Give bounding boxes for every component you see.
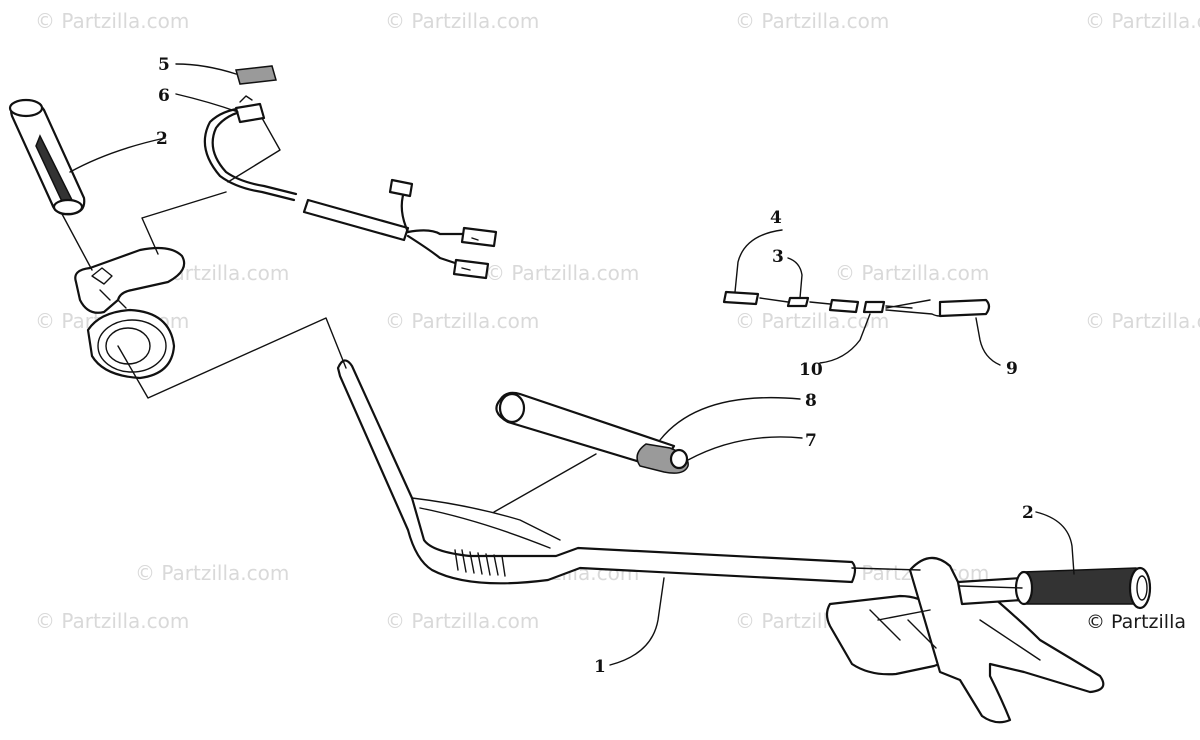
watermark: © Partzilla.com [385, 9, 539, 33]
watermark: © Partzilla.com [485, 261, 639, 285]
leader-lines [61, 63, 1075, 666]
right-lever-assembly [825, 556, 1105, 724]
callout-2-left: 2 [156, 129, 168, 149]
watermark: © Partzilla.com [1085, 309, 1200, 333]
cover-part-5 [235, 65, 277, 85]
callout-3: 3 [772, 247, 784, 267]
watermark: © Partzilla.com [385, 609, 539, 633]
callout-2-right: 2 [1022, 503, 1034, 523]
callout-10: 10 [799, 360, 823, 380]
watermark: © Partzilla.com [835, 261, 989, 285]
callout-4: 4 [770, 208, 782, 228]
callout-6: 6 [158, 86, 170, 106]
watermark: © Partzilla.com [135, 561, 289, 585]
watermark: © Partzilla.com [1085, 9, 1200, 33]
left-grip-part-2 [8, 98, 86, 216]
watermark-corner: © Partzilla [1086, 611, 1186, 633]
callouts: 5 6 2 4 3 10 9 8 7 2 1 [156, 55, 1034, 677]
watermark: © Partzilla.com [735, 9, 889, 33]
callout-9: 9 [1006, 359, 1018, 379]
kill-switch-wiring [722, 290, 991, 318]
watermark: © Partzilla.com [35, 9, 189, 33]
grip-heater-part-8 [495, 391, 689, 474]
wire-harness-part-6 [203, 95, 498, 280]
callout-8: 8 [805, 391, 817, 411]
watermark: © Partzilla.com [35, 609, 189, 633]
watermark: © Partzilla.com [385, 309, 539, 333]
right-grip-part-2 [1014, 566, 1152, 610]
handlebar-part-1 [336, 359, 857, 585]
callout-7: 7 [805, 431, 817, 451]
callout-1: 1 [594, 657, 606, 677]
callout-5: 5 [158, 55, 170, 75]
